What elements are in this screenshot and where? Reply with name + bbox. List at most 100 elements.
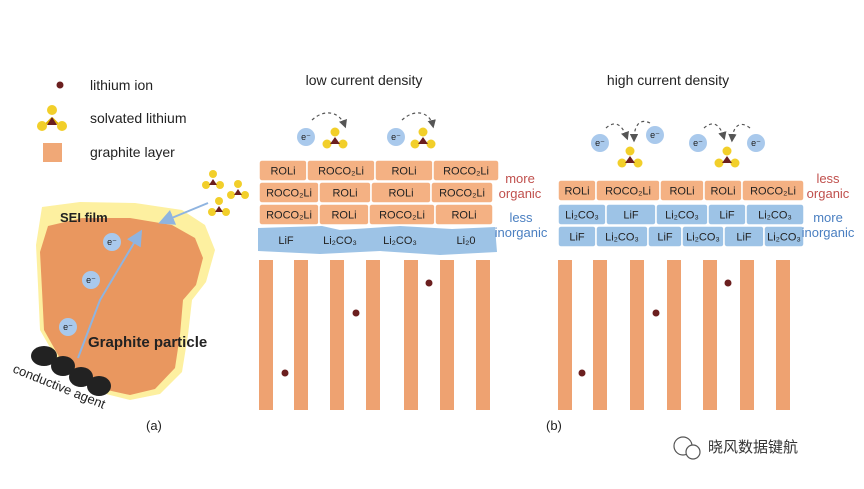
watermark: 晓风数据键航 [673, 436, 798, 460]
inorganic-cell-label: Li₂CO₃ [323, 235, 357, 247]
graphite-strip [740, 260, 754, 410]
electron-icon: e⁻ [387, 128, 405, 146]
svg-text:e⁻: e⁻ [650, 130, 660, 140]
inorganic-labels: LiF Li₂CO₃ Li₂CO₃ Li₂0 [278, 235, 475, 247]
solvated-lithium-icon [617, 146, 643, 168]
inorganic-layer [258, 226, 497, 255]
svg-text:e⁻: e⁻ [391, 132, 401, 142]
electron-icon: e⁻ [591, 134, 609, 152]
organic-cell-label: ROCO₂Li [443, 166, 489, 178]
lithium-ion-icon [724, 279, 732, 287]
lithium-ion-icon [56, 81, 64, 89]
low-side-blue-1: less [509, 210, 533, 225]
inorganic-cell-label: LiF [623, 210, 639, 222]
organic-cell-label: ROLi [332, 188, 357, 200]
high-current-title: high current density [607, 72, 729, 88]
inorganic-cell-label: LiF [736, 232, 752, 244]
lithium-ion-icon [281, 369, 289, 377]
electron-icon: e⁻ [82, 271, 100, 289]
conductive-agent [31, 346, 111, 396]
organic-cell-label: ROCO₂Li [318, 166, 364, 178]
panel-b-label: (b) [546, 418, 562, 433]
transfer-arrow [401, 112, 436, 129]
organic-cell [741, 179, 805, 202]
electron-icon: e⁻ [297, 128, 315, 146]
lithium-ion-icon [652, 309, 660, 317]
organic-cell-label: ROLi [270, 166, 295, 178]
solvated-lithium-icon [37, 105, 67, 131]
inorganic-cell [763, 225, 805, 248]
organic-cell-label: ROLi [451, 210, 476, 222]
inorganic-cell-label: Li₂CO₃ [665, 210, 699, 222]
graphite-layer-swatch [43, 143, 62, 162]
transfer-arrow [728, 123, 751, 143]
svg-text:e⁻: e⁻ [107, 237, 117, 247]
graphite-strip [593, 260, 607, 410]
electron-path [77, 229, 143, 359]
graphite-strip [703, 260, 717, 410]
inorganic-cell-label: Li₂CO₃ [605, 232, 639, 244]
transfer-arrow [703, 123, 727, 141]
low-current-title: low current density [306, 72, 423, 88]
organic-cell-label: ROLi [564, 186, 589, 198]
inorganic-cell-label: Li₂CO₃ [758, 210, 792, 222]
graphite-layers [558, 260, 790, 410]
electron-icon: e⁻ [646, 126, 664, 144]
inorganic-cell-label: LiF [569, 232, 585, 244]
high-side-blue-2: inorganic [802, 225, 855, 240]
organic-cell-label: ROLi [388, 188, 413, 200]
inorganic-cell-label: Li₂CO₃ [383, 235, 417, 247]
high-side-red-2: organic [807, 186, 850, 201]
organic-cell-label: ROLi [669, 186, 694, 198]
graphite-strip [259, 260, 273, 410]
lithium-ion-icon [425, 279, 433, 287]
organic-cell-label: ROCO₂Li [439, 188, 485, 200]
panel-a: SEI film e⁻ e⁻ e⁻ Graphite particle cond… [11, 170, 249, 433]
electron-icon: e⁻ [689, 134, 707, 152]
inorganic-cell-label: Li₂0 [457, 235, 476, 247]
inorganic-cell-label: LiF [657, 232, 673, 244]
low-side-red-1: more [505, 171, 535, 186]
solvated-lithium-cluster [202, 170, 249, 216]
svg-text:e⁻: e⁻ [301, 132, 311, 142]
svg-text:e⁻: e⁻ [86, 275, 96, 285]
transfer-arrow [311, 112, 347, 129]
lithium-ion-icon [578, 369, 586, 377]
organic-cell [432, 159, 500, 182]
electron-icon: e⁻ [103, 233, 121, 251]
panel-b-high: high current density e⁻ e⁻ e⁻ e⁻ [546, 72, 855, 433]
inorganic-cell-label: LiF [278, 235, 294, 247]
inorganic-cell-label: Li₂CO₃ [767, 232, 801, 244]
organic-cell-label: ROLi [391, 166, 416, 178]
organic-cell-label: ROCO₂Li [605, 186, 651, 198]
graphite-strip [404, 260, 418, 410]
svg-text:e⁻: e⁻ [63, 322, 73, 332]
inorganic-cell-label: Li₂CO₃ [686, 232, 720, 244]
graphite-layers [259, 260, 490, 410]
graphite-particle-label: Graphite particle [88, 334, 207, 351]
inorganic-cell [745, 203, 805, 226]
organic-cell-label: ROCO₂Li [379, 210, 425, 222]
graphite-strip [558, 260, 572, 410]
graphite-strip [294, 260, 308, 410]
high-side-red-1: less [816, 171, 840, 186]
high-side-blue-1: more [813, 210, 843, 225]
graphite-strip [630, 260, 644, 410]
organic-cell [434, 203, 494, 226]
legend-lithium-ion: lithium ion [90, 77, 153, 93]
electron-icon: e⁻ [59, 318, 77, 336]
legend-graphite-layer: graphite layer [90, 144, 175, 160]
organic-cell-label: ROCO₂Li [266, 188, 312, 200]
svg-text:e⁻: e⁻ [595, 138, 605, 148]
inorganic-cell-label: LiF [719, 210, 735, 222]
graphite-strip [366, 260, 380, 410]
organic-cell-label: ROCO₂Li [750, 186, 796, 198]
graphite-strip [476, 260, 490, 410]
low-side-blue-2: inorganic [495, 225, 548, 240]
solvated-lithium-icon [322, 127, 348, 149]
legend-solvated-lithium: solvated lithium [90, 110, 187, 126]
